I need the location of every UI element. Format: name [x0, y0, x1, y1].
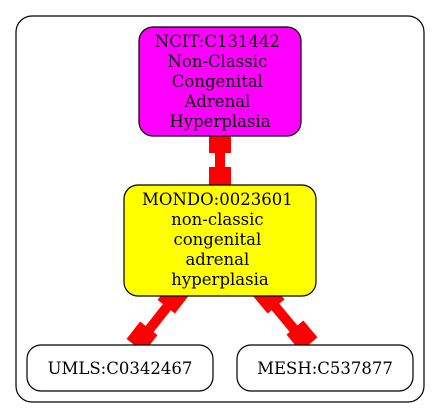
node-mondo[interactable]: MONDO:0023601 non-classic congenital adr…	[123, 184, 317, 297]
node-label-line: adrenal	[185, 250, 249, 269]
node-label: MONDO:0023601 non-classic congenital adr…	[142, 190, 298, 289]
node-box	[123, 184, 317, 297]
node-mesh[interactable]: MESH:C537877	[236, 344, 414, 392]
node-box	[236, 344, 414, 392]
node-label: NCIT:C131442 Non-Classic Congenital Adre…	[155, 32, 285, 131]
node-ncit[interactable]: NCIT:C131442 Non-Classic Congenital Adre…	[138, 26, 302, 137]
node-label-line: UMLS:C0342467	[48, 359, 193, 378]
node-label-line: NCIT:C131442	[155, 32, 280, 51]
node-label-line: Non-Classic	[167, 52, 267, 71]
node-label: UMLS:C0342467	[48, 359, 193, 378]
node-label-line: hyperplasia	[171, 270, 269, 289]
node-label-line: Adrenal	[183, 92, 250, 111]
node-label-line: Hyperplasia	[169, 112, 270, 131]
node-label-line: congenital	[173, 230, 261, 249]
node-box	[138, 26, 302, 137]
edge-end-marker	[286, 320, 318, 352]
node-label-line: non-classic	[171, 210, 264, 229]
node-label-line: Congenital	[172, 72, 263, 91]
node-label: MESH:C537877	[257, 359, 393, 378]
node-box	[26, 344, 214, 392]
node-label-line: MONDO:0023601	[142, 190, 293, 209]
edge-end-marker	[209, 167, 231, 189]
node-label-line: MESH:C537877	[257, 359, 393, 378]
node-umls[interactable]: UMLS:C0342467	[26, 344, 214, 392]
